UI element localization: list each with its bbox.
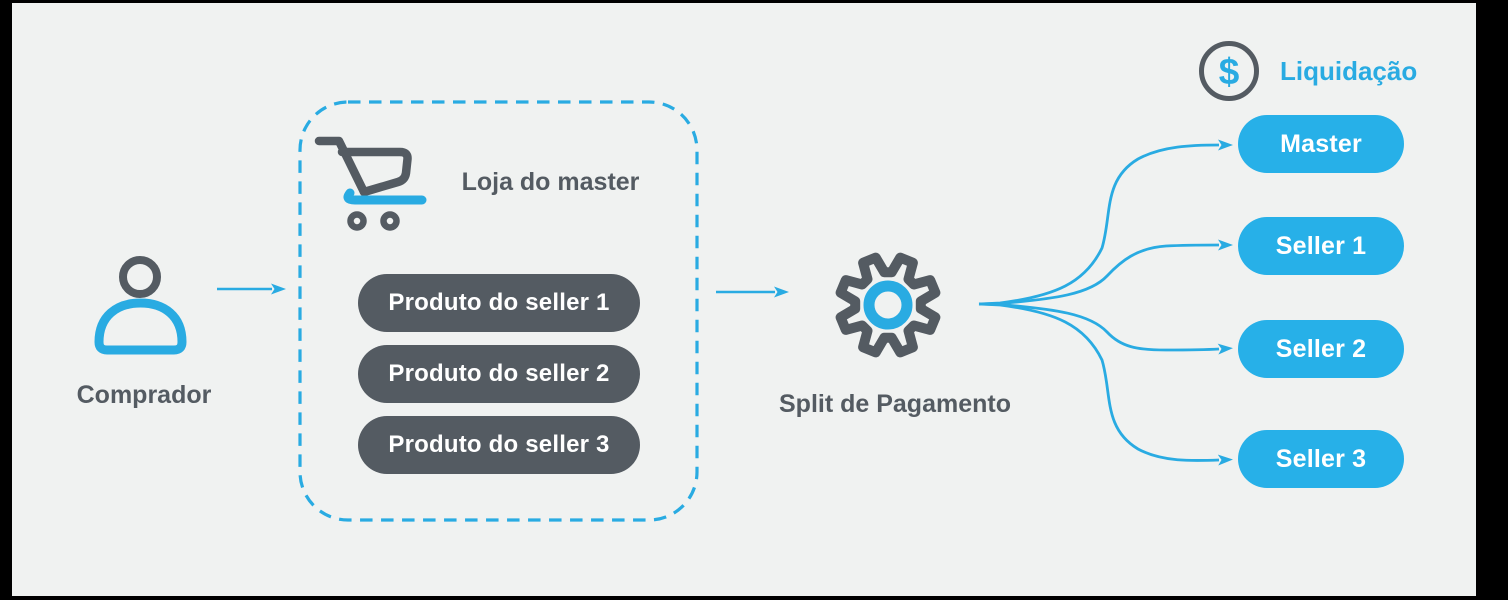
recipient-pill-seller-1: Seller 1 bbox=[1238, 217, 1404, 275]
recipient-pill-seller-1-label: Seller 1 bbox=[1275, 231, 1367, 260]
arrow-to-seller-1 bbox=[978, 239, 1233, 306]
dollar-circle-icon: $ bbox=[1199, 41, 1259, 101]
arrow-to-seller-3 bbox=[978, 302, 1233, 466]
gear-shape bbox=[835, 252, 941, 358]
recipient-pill-master-label: Master bbox=[1280, 129, 1362, 158]
user-icon bbox=[94, 256, 187, 355]
product-pill-3-label: Produto do seller 3 bbox=[388, 431, 610, 458]
settlement-label: Liquidação bbox=[1280, 56, 1418, 86]
recipient-pill-seller-3-label: Seller 3 bbox=[1275, 444, 1367, 473]
buyer-label: Comprador bbox=[76, 381, 212, 409]
dollar-symbol: $ bbox=[1219, 51, 1240, 92]
recipient-pill-seller-3: Seller 3 bbox=[1238, 430, 1404, 488]
slide-canvas bbox=[12, 3, 1476, 596]
store-boundary-box bbox=[298, 100, 699, 522]
store-label: Loja do master bbox=[461, 168, 640, 196]
cart-icon bbox=[314, 136, 427, 231]
recipient-pill-seller-2-label: Seller 2 bbox=[1275, 334, 1367, 363]
gear-icon bbox=[835, 252, 941, 358]
product-pill-2: Produto do seller 2 bbox=[358, 345, 640, 403]
recipient-pill-seller-2: Seller 2 bbox=[1238, 320, 1404, 378]
arrow-to-seller-2 bbox=[978, 302, 1233, 355]
recipient-pill-master: Master bbox=[1238, 115, 1404, 173]
product-pill-2-label: Produto do seller 2 bbox=[388, 360, 610, 387]
split-label: Split de Pagamento bbox=[779, 390, 1011, 418]
product-pill-1: Produto do seller 1 bbox=[358, 274, 640, 332]
split-fanout-arrows bbox=[978, 139, 1233, 466]
product-pill-3: Produto do seller 3 bbox=[358, 416, 640, 474]
product-pill-1-label: Produto do seller 1 bbox=[388, 289, 610, 316]
arrow-to-master bbox=[978, 139, 1233, 306]
